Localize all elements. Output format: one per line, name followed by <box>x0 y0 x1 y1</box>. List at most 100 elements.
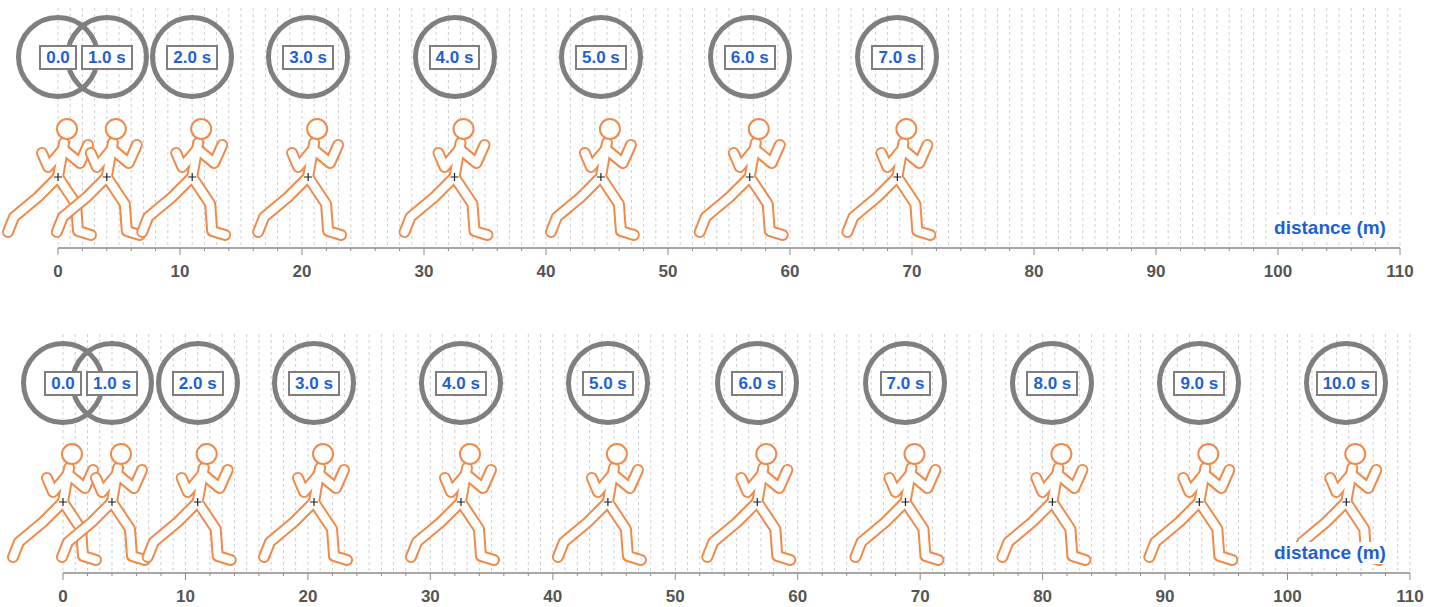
grid-line <box>1290 8 1291 248</box>
grid-line <box>1241 8 1242 248</box>
axis-tick <box>1263 573 1264 576</box>
axis-tick <box>58 248 59 255</box>
grid-line <box>356 334 357 573</box>
grid-line <box>797 334 798 573</box>
axis-tick <box>405 573 406 576</box>
grid-line <box>1046 8 1047 248</box>
runner-figure <box>264 444 347 560</box>
grid-line <box>387 8 388 248</box>
runner-figure <box>411 444 494 560</box>
axis-tick <box>668 248 669 255</box>
axis-tick <box>1326 248 1327 251</box>
clock-circle: 6.0 s <box>715 341 799 425</box>
tick-label: 80 <box>1033 587 1052 607</box>
axis-tick <box>234 573 235 576</box>
clock-circle: 4.0 s <box>413 15 497 99</box>
axis-tick <box>528 573 529 576</box>
grid-line <box>338 8 339 248</box>
time-label: 6.0 s <box>724 45 776 70</box>
grid-line <box>393 334 394 573</box>
grid-line <box>1278 8 1279 248</box>
grid-line <box>503 334 504 573</box>
runner-figure <box>13 444 96 560</box>
clock-circle: 4.0 s <box>419 341 503 425</box>
axis-tick <box>920 573 921 580</box>
axis-line <box>58 247 1400 249</box>
time-label: 7.0 s <box>871 45 923 70</box>
axis-tick <box>503 573 504 576</box>
runner-figure <box>847 119 930 235</box>
axis-tick <box>1091 573 1092 576</box>
grid-line <box>834 334 835 573</box>
axis-tick <box>497 248 498 251</box>
axis-tick <box>454 573 455 576</box>
axis-tick <box>570 248 571 251</box>
grid-line <box>1168 8 1169 248</box>
axis-tick <box>699 573 700 576</box>
axis-tick <box>63 573 64 580</box>
axis-tick <box>895 573 896 576</box>
grid-line <box>675 334 676 573</box>
runner-figure <box>8 119 91 235</box>
axis-tick <box>1082 248 1083 251</box>
axis-tick <box>1360 573 1361 576</box>
runner-figure <box>1149 444 1232 560</box>
clock-circle: 1.0 s <box>65 15 149 99</box>
tick-label: 10 <box>171 262 190 282</box>
tick-label: 100 <box>1264 262 1292 282</box>
axis-tick <box>160 573 161 576</box>
grid-line <box>1116 334 1117 573</box>
grid-line <box>997 8 998 248</box>
axis-tick <box>82 248 83 251</box>
grid-line <box>546 8 547 248</box>
axis-tick <box>521 248 522 251</box>
grid-line <box>509 8 510 248</box>
axis-tick <box>594 248 595 251</box>
grid-line <box>1397 334 1398 573</box>
grid-line <box>1140 334 1141 573</box>
grid-line <box>777 8 778 248</box>
distance-axis <box>58 248 1410 580</box>
clock-circle: 2.0 s <box>156 341 240 425</box>
grid-line <box>369 334 370 573</box>
grid-line <box>497 8 498 248</box>
axis-tick <box>1204 248 1205 251</box>
grid-line <box>663 334 664 573</box>
clock-circle: 5.0 s <box>559 15 643 99</box>
axis-tick <box>1400 248 1401 255</box>
axis-tick <box>797 573 798 580</box>
grid-line <box>405 334 406 573</box>
clock-circle: 6.0 s <box>708 15 792 99</box>
time-label: 6.0 s <box>731 371 783 396</box>
time-label: 3.0 s <box>288 371 340 396</box>
grid-line <box>552 334 553 573</box>
axis-tick <box>944 573 945 576</box>
axis-tick <box>283 573 284 576</box>
axis-tick <box>253 248 254 251</box>
axis-tick <box>87 573 88 576</box>
axis-tick <box>846 573 847 576</box>
grid-line <box>973 8 974 248</box>
axis-line <box>63 572 1410 574</box>
axis-tick <box>773 573 774 576</box>
grid-line <box>1302 8 1303 248</box>
clock-circle: 8.0 s <box>1010 341 1094 425</box>
grid-line <box>1070 8 1071 248</box>
axis-tick <box>350 248 351 251</box>
grid-line <box>1128 334 1129 573</box>
axis-tick <box>228 248 229 251</box>
grid-line <box>1021 8 1022 248</box>
axis-tick <box>692 248 693 251</box>
grid-line <box>655 8 656 248</box>
tick-label: 90 <box>1147 262 1166 282</box>
axis-tick <box>204 248 205 251</box>
grid-line <box>1079 334 1080 573</box>
grid-line <box>785 334 786 573</box>
time-label: 3.0 s <box>282 45 334 70</box>
runner-figure <box>551 119 634 235</box>
clock-circle: 10.0 s <box>1304 341 1388 425</box>
axis-tick <box>375 248 376 251</box>
axis-tick <box>1214 573 1215 576</box>
axis-tick <box>1165 573 1166 580</box>
grid-line <box>668 8 669 248</box>
